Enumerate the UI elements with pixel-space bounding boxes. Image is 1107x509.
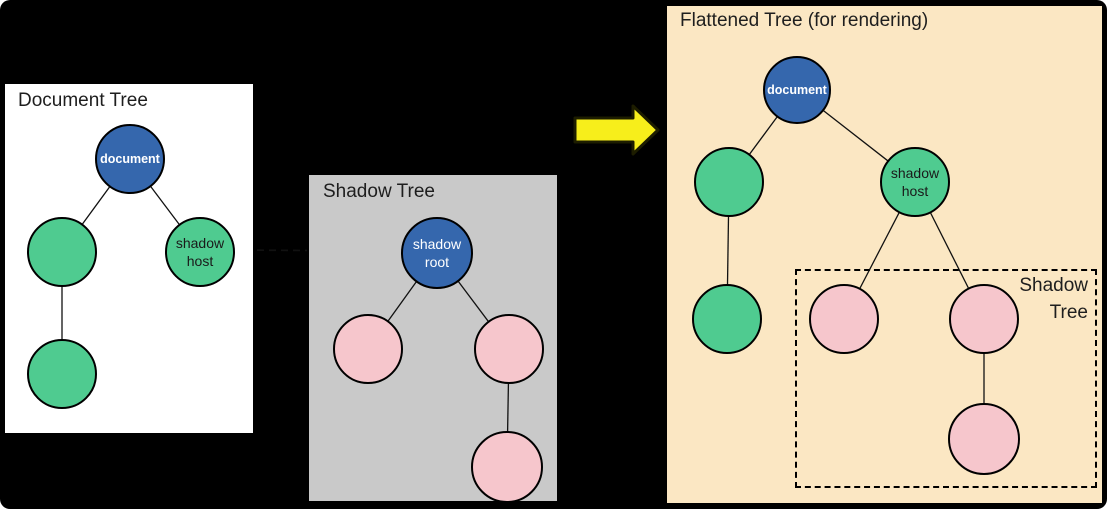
pink-child-node xyxy=(809,284,879,354)
shadow-host-node: shadow host xyxy=(880,147,950,217)
green-child-node xyxy=(692,284,762,354)
flattened-tree-title: Flattened Tree (for rendering) xyxy=(680,10,929,31)
document-tree-panel: Document Tree document shadow host xyxy=(3,82,255,435)
pink-child-node xyxy=(949,284,1019,354)
shadow-tree-panel: Shadow Tree shadow root xyxy=(307,173,559,503)
green-child-node xyxy=(27,339,97,409)
flattened-shadow-tree-label: Shadow Tree xyxy=(1019,275,1088,323)
document-node: document xyxy=(95,124,165,194)
green-child-node xyxy=(694,147,764,217)
shadow-host-node: shadow host xyxy=(165,217,235,287)
flattened-tree-panel: Flattened Tree (for rendering) Shadow Tr… xyxy=(665,4,1104,505)
document-tree-title: Document Tree xyxy=(18,90,148,111)
shadow-root-node: shadow root xyxy=(401,217,473,289)
flatten-arrow-icon xyxy=(573,104,660,156)
pink-child-node xyxy=(948,403,1020,475)
pink-child-node xyxy=(471,431,543,503)
pink-child-node xyxy=(474,314,544,384)
green-child-node xyxy=(27,217,97,287)
pink-child-node xyxy=(333,314,403,384)
document-node: document xyxy=(763,56,831,124)
shadow-tree-title: Shadow Tree xyxy=(323,181,435,202)
